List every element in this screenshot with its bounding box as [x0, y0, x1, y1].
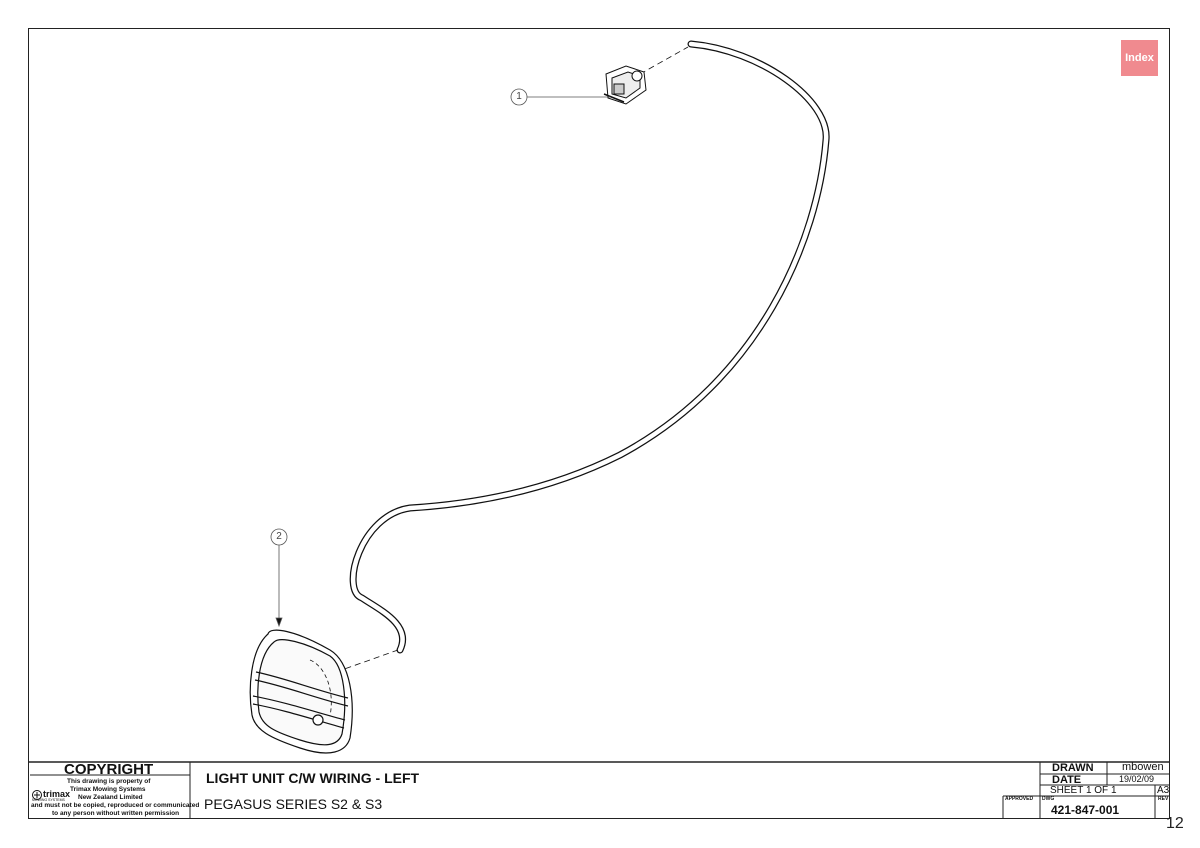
date-label: DATE — [1052, 774, 1082, 786]
balloon-2 — [270, 528, 288, 628]
dwg-number: 421-847-001 — [1051, 803, 1120, 817]
copyright-line-2: Trimax Mowing Systems — [70, 786, 146, 793]
dwg-label: DWG — [1042, 796, 1055, 802]
connection-line-switch — [639, 46, 689, 75]
copyright-line-3: New Zealand Limited — [78, 794, 143, 801]
balloon-1-number: 1 — [516, 91, 522, 102]
copyright-line-1: This drawing is property of — [67, 778, 151, 785]
approved-label: APPROVED — [1005, 796, 1034, 802]
connection-line-light — [335, 649, 399, 673]
page-number: 12 — [1166, 815, 1184, 832]
drawing-subtitle: PEGASUS SERIES S2 & S3 — [204, 796, 383, 812]
light-unit-part — [249, 629, 353, 754]
index-button[interactable]: Index — [1121, 40, 1158, 76]
drawing-title: LIGHT UNIT C/W WIRING - LEFT — [206, 770, 420, 786]
drawn-label: DRAWN — [1052, 762, 1094, 774]
balloon-2-number: 2 — [276, 531, 282, 542]
sheet-number: SHEET 1 OF 1 — [1050, 785, 1117, 796]
drawing-sheet-border — [28, 28, 1170, 819]
copyright-line-5: to any person without written permission — [52, 810, 180, 817]
switch-part — [603, 65, 647, 105]
copyright-heading: COPYRIGHT — [64, 761, 154, 778]
copyright-line-4: and must not be copied, reproduced or co… — [31, 802, 200, 809]
title-block — [28, 761, 1170, 819]
date-value: 19/02/09 — [1119, 774, 1155, 784]
wiring-harness — [349, 40, 830, 654]
drawn-value: mbowen — [1122, 761, 1164, 773]
sheet-size: A3 — [1157, 785, 1170, 796]
balloon-1 — [510, 88, 610, 106]
logo-text: trimax — [43, 789, 71, 799]
rev-label: REV — [1158, 796, 1169, 802]
trimax-logo-icon — [32, 790, 42, 800]
logo-subtext: MOWING SYSTEMS — [32, 798, 65, 802]
